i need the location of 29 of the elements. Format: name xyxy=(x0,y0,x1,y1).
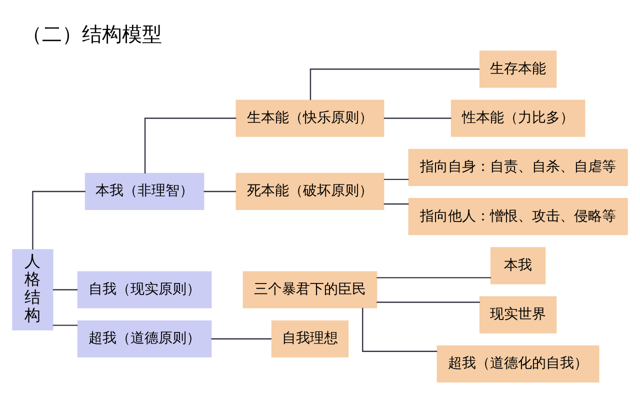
connector xyxy=(144,118,236,174)
node-box: 生存本能 xyxy=(479,50,557,88)
connector xyxy=(384,178,409,180)
node-box: 超我（道德化的自我） xyxy=(436,345,600,382)
node-box: 性本能（力比多） xyxy=(450,100,586,137)
connector xyxy=(211,338,272,340)
connector xyxy=(384,118,452,119)
node-box: 本我 xyxy=(490,247,546,284)
node-box: 死本能（破坏原则） xyxy=(236,172,384,210)
connector xyxy=(32,190,86,250)
node-box: 指向自身：自责、自杀、自虐等 xyxy=(408,148,628,186)
connector xyxy=(376,277,491,278)
connector xyxy=(310,68,480,100)
node-box: 自我理想 xyxy=(271,320,349,358)
node-box: 现实世界 xyxy=(479,296,557,334)
connector xyxy=(376,302,480,303)
node-box: 超我（道德原则） xyxy=(77,320,212,358)
node-box: 本我（非理智） xyxy=(84,172,204,210)
diagram-title: （二）结构模型 xyxy=(22,22,162,46)
connector xyxy=(384,203,409,205)
connector xyxy=(204,190,236,192)
node-box: 指向他人：憎恨、攻击、侵略等 xyxy=(408,198,628,236)
connector xyxy=(52,324,78,326)
node-box: 自我（现实原则） xyxy=(77,271,212,308)
node-box: 三个暴君下的臣民 xyxy=(242,271,378,308)
node-box: 生本能（快乐原则） xyxy=(236,100,384,137)
connector xyxy=(52,289,78,290)
node-box: 人格结构 xyxy=(12,249,54,330)
connector xyxy=(362,308,438,352)
